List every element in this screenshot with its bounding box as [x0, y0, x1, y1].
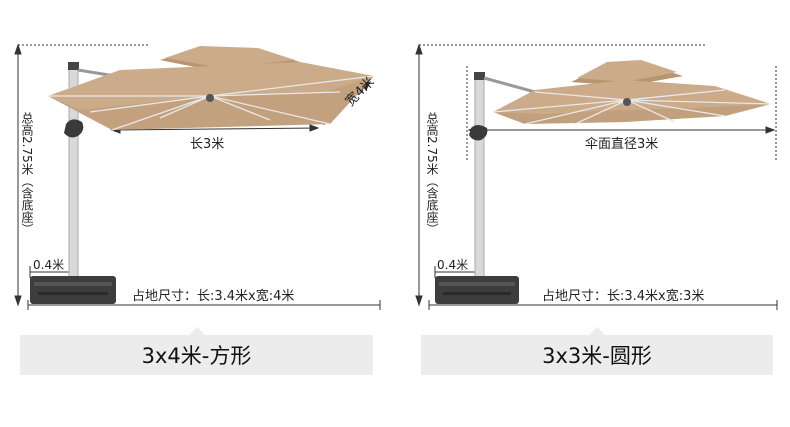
- square-umbrella-panel: 总高2.75米（含底座） 长3米 宽4米 0.4米 占地尺寸：长:3.4米x宽:…: [14, 43, 381, 375]
- footprint-label: 占地尺寸：长:3.4米x宽:4米: [132, 289, 295, 304]
- square-caption: 3x4米-方形: [20, 327, 373, 375]
- base-offset-label: 0.4米: [33, 258, 65, 272]
- round-caption: 3x3米-圆形: [421, 327, 773, 375]
- length-label: 长3米: [190, 137, 225, 152]
- round-umbrella-diagram: [415, 43, 778, 310]
- round-caption-text: 3x3米-圆形: [542, 344, 652, 368]
- umbrella-base: [30, 276, 116, 304]
- footprint-label: 占地尺寸：长:3.4米x宽:3米: [542, 289, 705, 304]
- square-canopy: [48, 46, 375, 131]
- base-offset-label: 0.4米: [437, 258, 469, 272]
- round-canopy: [492, 60, 772, 125]
- total-height-label: 总高2.75米（含底座）: [425, 112, 439, 235]
- umbrella-base: [435, 276, 519, 304]
- square-caption-text: 3x4米-方形: [141, 344, 252, 368]
- square-umbrella-diagram: [14, 43, 381, 310]
- umbrella-pole: [469, 72, 536, 283]
- round-umbrella-panel: 总高2.75米（含底座） 伞面直径3米 0.4米 占地尺寸：长:3.4米x宽:3…: [395, 0, 790, 427]
- diameter-label: 伞面直径3米: [585, 137, 659, 152]
- total-height-label: 总高2.75米（含底座）: [20, 112, 34, 235]
